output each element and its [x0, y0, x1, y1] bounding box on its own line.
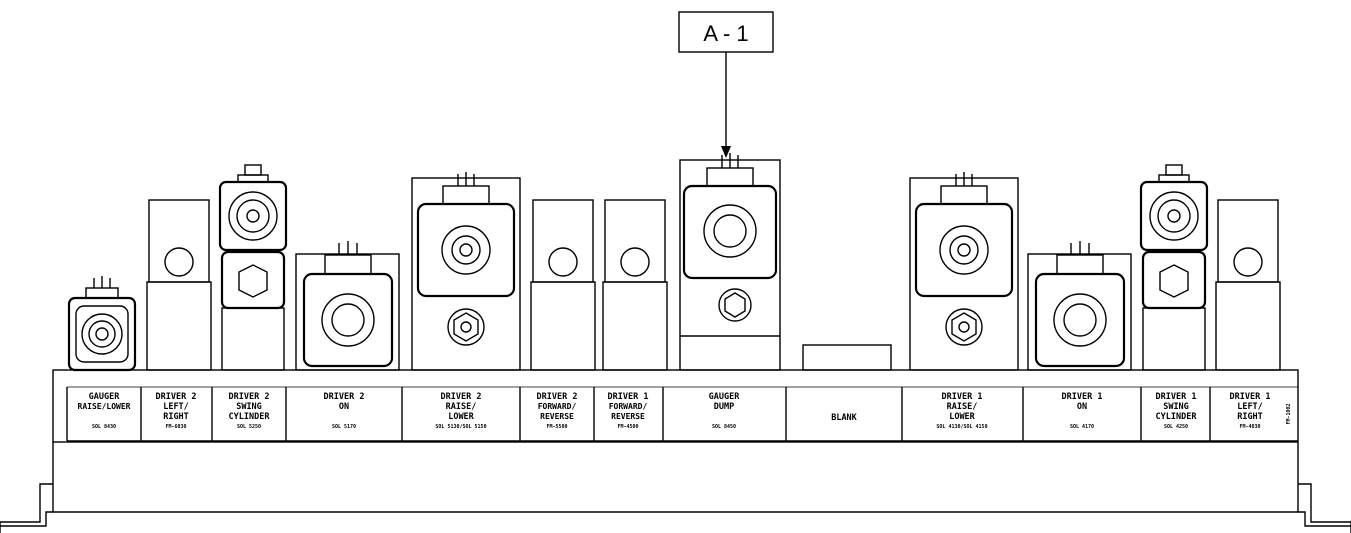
module-line: DRIVER 1: [1230, 392, 1271, 402]
module-line: DRIVER 2: [324, 392, 365, 402]
module-code: SOL 5130/SOL 5150: [435, 424, 486, 430]
arrow-head-icon: [721, 146, 731, 158]
module-line: GAUGER: [89, 392, 121, 402]
module-label: DRIVER 1 RAISE/ LOWER SOL 4130/SOL 4150: [936, 392, 987, 430]
module-label: GAUGER RAISE/LOWER SOL 8430: [78, 392, 131, 430]
module-line: DRIVER 1: [1156, 392, 1197, 402]
callout-label: A - 1: [703, 21, 748, 46]
module-code: FM-5500: [546, 424, 567, 430]
module-label: GAUGER DUMP SOL 8450: [709, 392, 741, 430]
module-code: SOL 8450: [712, 424, 736, 430]
module-label: DRIVER 1 SWING CYLINDER SOL 4250: [1156, 392, 1198, 430]
module-code: FM-6030: [165, 424, 186, 430]
module-code: SOL 4250: [1164, 424, 1188, 430]
module-label: DRIVER 1 ON SOL 4170: [1062, 392, 1103, 430]
module-code: SOL 4170: [1070, 424, 1094, 430]
valve-driver2-swing-cylinder: [218, 164, 288, 371]
module-label: DRIVER 2 RAISE/ LOWER SOL 5130/SOL 5150: [435, 392, 486, 430]
module-line: DUMP: [714, 402, 734, 412]
callout-a1: A - 1: [678, 11, 774, 158]
module-line: SWING: [236, 402, 262, 412]
module-labels: GAUGER RAISE/LOWER SOL 8430 DRIVER 2 LEF…: [78, 392, 1292, 430]
module-code: FM-4500: [617, 424, 638, 430]
module-line: DRIVER 2: [156, 392, 197, 402]
module-line: REVERSE: [611, 412, 645, 421]
valve-driver1-forward-reverse: [602, 199, 668, 371]
blank-plate: [802, 344, 892, 371]
valve-gauger-dump: [679, 153, 781, 371]
module-label: BLANK: [831, 413, 857, 423]
module-line: RAISE/LOWER: [78, 402, 131, 411]
valve-driver2-raise-lower: [411, 172, 521, 371]
manifold-base: [0, 369, 1351, 533]
module-line: REVERSE: [540, 412, 574, 421]
valve-driver1-raise-lower: [909, 172, 1019, 371]
module-line: ON: [339, 402, 349, 412]
module-line: DRIVER 2: [441, 392, 482, 402]
module-line: DRIVER 2: [537, 392, 578, 402]
module-line: GAUGER: [709, 392, 741, 402]
label-strip: [66, 386, 1298, 442]
module-line: CYLINDER: [229, 412, 271, 422]
valve-driver1-on: [1027, 241, 1132, 371]
module-line: DRIVER 1: [1062, 392, 1103, 402]
module-label: DRIVER 2 FORWARD/ REVERSE FM-5500: [537, 392, 578, 430]
module-line: FORWARD/: [538, 402, 577, 411]
module-line: RAISE/: [947, 402, 978, 412]
module-line: DRIVER 2: [229, 392, 270, 402]
module-label: DRIVER 2 LEFT/ RIGHT FM-6030: [156, 392, 197, 430]
valve-driver2-forward-reverse: [530, 199, 596, 371]
valve-gauger-raise-lower: [67, 276, 137, 372]
module-line: CYLINDER: [1156, 412, 1198, 422]
module-line: SWING: [1163, 402, 1189, 412]
module-line: LEFT/: [163, 402, 189, 412]
module-code: SOL 5250: [237, 424, 261, 430]
module-line: FORWARD/: [609, 402, 648, 411]
module-line: DRIVER 1: [608, 392, 649, 402]
valve-driver2-left-right: [146, 199, 212, 371]
module-code: FM-4030: [1239, 424, 1260, 430]
module-line: BLANK: [831, 413, 857, 423]
module-code: SOL 5170: [332, 424, 356, 430]
module-code: SOL 8430: [92, 424, 116, 430]
module-label: DRIVER 2 SWING CYLINDER SOL 5250: [229, 392, 271, 430]
module-code: SOL 4130/SOL 4150: [936, 424, 987, 430]
module-line: LOWER: [949, 412, 975, 422]
module-line: DRIVER 1: [942, 392, 983, 402]
module-line: ON: [1077, 402, 1087, 412]
valve-driver2-on: [295, 241, 400, 371]
module-line: RIGHT: [163, 412, 189, 422]
valve-driver1-left-right: [1215, 199, 1281, 371]
module-label: DRIVER 1 FORWARD/ REVERSE FM-4500: [608, 392, 649, 430]
module-line: RIGHT: [1237, 412, 1263, 422]
side-code: FM-1002: [1286, 403, 1292, 424]
valve-driver1-swing-cylinder: [1139, 164, 1209, 371]
module-label: DRIVER 1 LEFT/ RIGHT FM-4030: [1230, 392, 1271, 430]
module-label: DRIVER 2 ON SOL 5170: [324, 392, 365, 430]
module-line: RAISE/: [446, 402, 477, 412]
module-line: LOWER: [448, 412, 474, 422]
module-line: LEFT/: [1237, 402, 1263, 412]
